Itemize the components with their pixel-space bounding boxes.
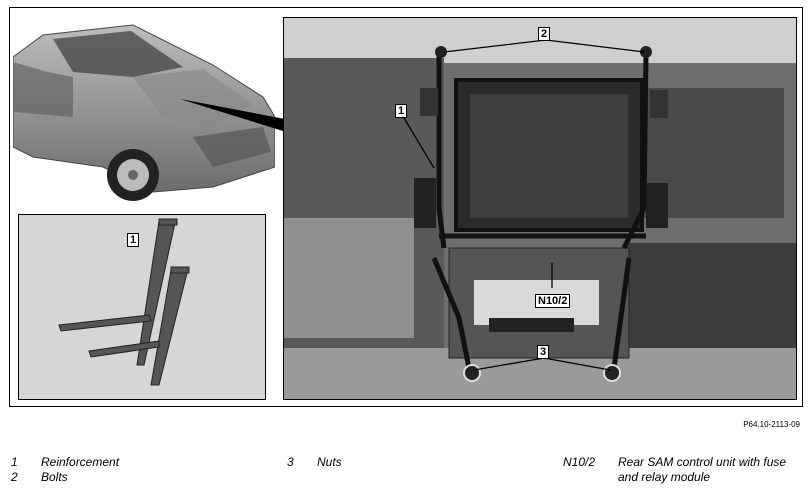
callout-1-photo: 1 xyxy=(395,104,408,118)
legend-key-n10-2: N10/2 xyxy=(563,455,596,469)
legend-key-3: 3 xyxy=(287,455,294,469)
figure-reference: P64.10-2113-09 xyxy=(743,420,800,429)
legend-text-1: Reinforcement xyxy=(41,455,120,469)
callout-1-inset: 1 xyxy=(127,233,140,247)
callout-3: 3 xyxy=(537,345,550,359)
legend-text-3: Nuts xyxy=(317,455,342,469)
legend: 1 Reinforcement 2 Bolts 3 Nuts N10/2 Rea… xyxy=(0,455,812,491)
legend-key-1: 1 xyxy=(11,455,18,469)
legend-text-n10-2-line2: and relay module xyxy=(618,470,711,484)
legend-text-n10-2-line1: Rear SAM control unit with fuse xyxy=(618,455,787,469)
callout-2: 2 xyxy=(538,27,551,41)
callout-n10-2: N10/2 xyxy=(535,294,571,308)
trunk-photo: 2 1 N10/2 3 xyxy=(283,17,797,400)
legend-text-2: Bolts xyxy=(41,470,68,484)
car-overview-image xyxy=(13,17,275,205)
leader-wedge xyxy=(180,99,285,131)
reinforcement-inset: 1 xyxy=(18,214,266,400)
legend-key-2: 2 xyxy=(11,470,18,484)
